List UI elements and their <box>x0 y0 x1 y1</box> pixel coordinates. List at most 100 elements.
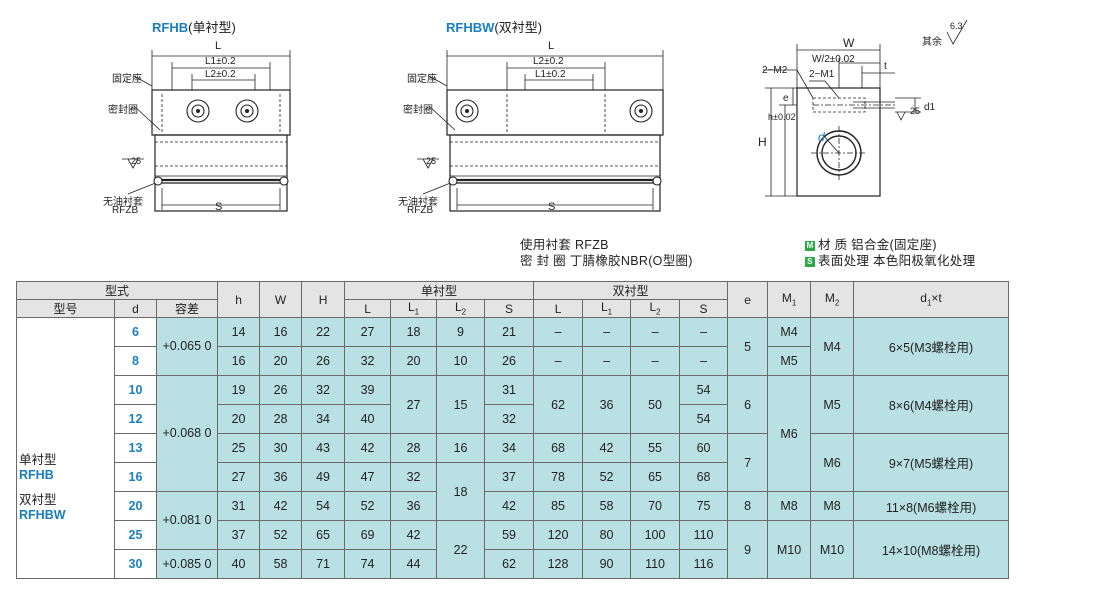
single-label-seat: 固定座 <box>112 74 142 85</box>
cell-dS: 54 <box>679 404 729 434</box>
th-d1t-tail: ×t <box>931 291 942 306</box>
th-L1-text: L <box>407 300 415 315</box>
cell-dL2: 65 <box>630 462 681 492</box>
cell-L2: 16 <box>436 433 486 463</box>
cell-dS: 75 <box>679 491 729 521</box>
th-model: 型号 <box>16 299 115 318</box>
single-dim-L2: L2±0.2 <box>205 69 236 80</box>
cell-d: 6 <box>114 317 157 347</box>
cell-L2: 9 <box>436 317 486 347</box>
cell-L1: 28 <box>390 433 438 463</box>
cell-dL1: 36 <box>582 375 632 434</box>
cell-L1: 44 <box>390 549 438 579</box>
table-header-row-2: 型号 d 容差 L L1 L2 S L L1 L2 S <box>16 299 1009 318</box>
cell-L: 27 <box>344 317 392 347</box>
double-dim-L1: L1±0.2 <box>535 69 566 80</box>
cell-d: 30 <box>114 549 157 579</box>
cell-d: 20 <box>114 491 157 521</box>
th-H: H <box>301 281 346 318</box>
double-label-rfzb: RFZB <box>407 205 434 216</box>
side-dim-e: e <box>783 93 789 104</box>
cell-M1: M5 <box>767 346 812 376</box>
single-label-rfzb: RFZB <box>112 205 139 216</box>
rest-roughness-label: 其余 <box>922 37 942 48</box>
cell-W: 30 <box>259 433 303 463</box>
cell-h: 40 <box>217 549 261 579</box>
cell-H: 26 <box>301 346 346 376</box>
cell-d1t: 9×7(M5螺栓用) <box>853 433 1009 492</box>
cell-H: 43 <box>301 433 346 463</box>
cell-W: 26 <box>259 375 303 405</box>
cell-dL1: 90 <box>582 549 632 579</box>
cell-L: 47 <box>344 462 392 492</box>
th-dL2: L2 <box>630 299 681 318</box>
side-dim-2M1: 2−M1 <box>809 69 835 80</box>
cell-S: 42 <box>484 491 535 521</box>
th-M2: M2 <box>810 281 855 318</box>
cell-dL: 62 <box>533 375 584 434</box>
cell-W: 20 <box>259 346 303 376</box>
cell-dS: 110 <box>679 520 729 550</box>
single-drawing <box>122 50 291 212</box>
cell-d1t: 6×5(M3螺栓用) <box>853 317 1009 376</box>
cell-dL1: – <box>582 346 632 376</box>
cell-L2: 10 <box>436 346 486 376</box>
double-drawing <box>417 50 664 212</box>
th-dL1-sub: 1 <box>607 307 613 317</box>
cell-h: 31 <box>217 491 261 521</box>
cell-L1: 36 <box>390 491 438 521</box>
cell-H: 32 <box>301 375 346 405</box>
side-dim-t: t <box>884 61 887 72</box>
th-dS: S <box>679 299 729 318</box>
cell-H: 65 <box>301 520 346 550</box>
type-cell: 单衬型 RFHB 双衬型 RFHBW <box>16 317 115 579</box>
th-L1-sub: 1 <box>414 307 420 317</box>
cell-dS: 54 <box>679 375 729 405</box>
double-title: RFHBW(双衬型) <box>446 17 542 36</box>
single-roughness: 25 <box>131 156 142 166</box>
th-d1t-text: d <box>920 291 927 306</box>
cell-W: 58 <box>259 549 303 579</box>
cell-W: 28 <box>259 404 303 434</box>
cell-L: 42 <box>344 433 392 463</box>
double-label-bushing: 无油衬套 <box>398 197 438 208</box>
side-dim-W: W <box>843 36 855 50</box>
th-dL2-text: L <box>649 300 657 315</box>
cell-e: 7 <box>727 433 769 492</box>
table-row: 10 +0.068 0 19 26 32 39 27 15 31 62 36 5… <box>17 375 1009 492</box>
th-dL1-text: L <box>600 300 608 315</box>
cell-e: 9 <box>727 520 769 579</box>
cell-S: 62 <box>484 549 535 579</box>
cell-e: 5 <box>727 317 769 376</box>
th-L2-text: L <box>454 300 462 315</box>
th-dL: L <box>533 299 584 318</box>
th-dL1: L1 <box>582 299 632 318</box>
cell-tol: +0.085 0 <box>155 549 219 579</box>
single-title-code: RFHB <box>152 20 189 35</box>
table-row: 30 +0.085 0 40 58 71 74 44 62 128 90 110… <box>17 549 1009 579</box>
cell-H: 49 <box>301 462 346 492</box>
th-tol: 容差 <box>155 299 219 318</box>
cell-L: 39 <box>344 375 392 405</box>
cell-W: 16 <box>259 317 303 347</box>
double-label-seal: 密封圈 <box>403 105 433 116</box>
cell-M1: M10 <box>767 520 812 579</box>
th-L2: L2 <box>436 299 486 318</box>
th-S: S <box>484 299 535 318</box>
table-row: 8 16 20 26 32 20 10 26 – – – – M5 <box>17 346 1009 376</box>
cell-W: 36 <box>259 462 303 492</box>
cell-dS: – <box>679 346 729 376</box>
double-title-code: RFHBW <box>446 20 495 35</box>
th-d1t: d1×t <box>853 281 1009 318</box>
table-row: 16 27 36 49 47 32 18 37 78 52 65 68 <box>17 462 1009 521</box>
cell-h: 37 <box>217 520 261 550</box>
cell-M2: M6 <box>810 433 855 492</box>
cell-h: 20 <box>217 404 261 434</box>
cell-h: 14 <box>217 317 261 347</box>
cell-d1t: 11×8(M6螺栓用) <box>853 491 1009 521</box>
side-dim-W2: W/2±0.02 <box>812 54 855 65</box>
cell-W: 52 <box>259 520 303 550</box>
double-title-cn: (双衬型) <box>494 20 543 35</box>
cell-d: 16 <box>114 462 157 492</box>
